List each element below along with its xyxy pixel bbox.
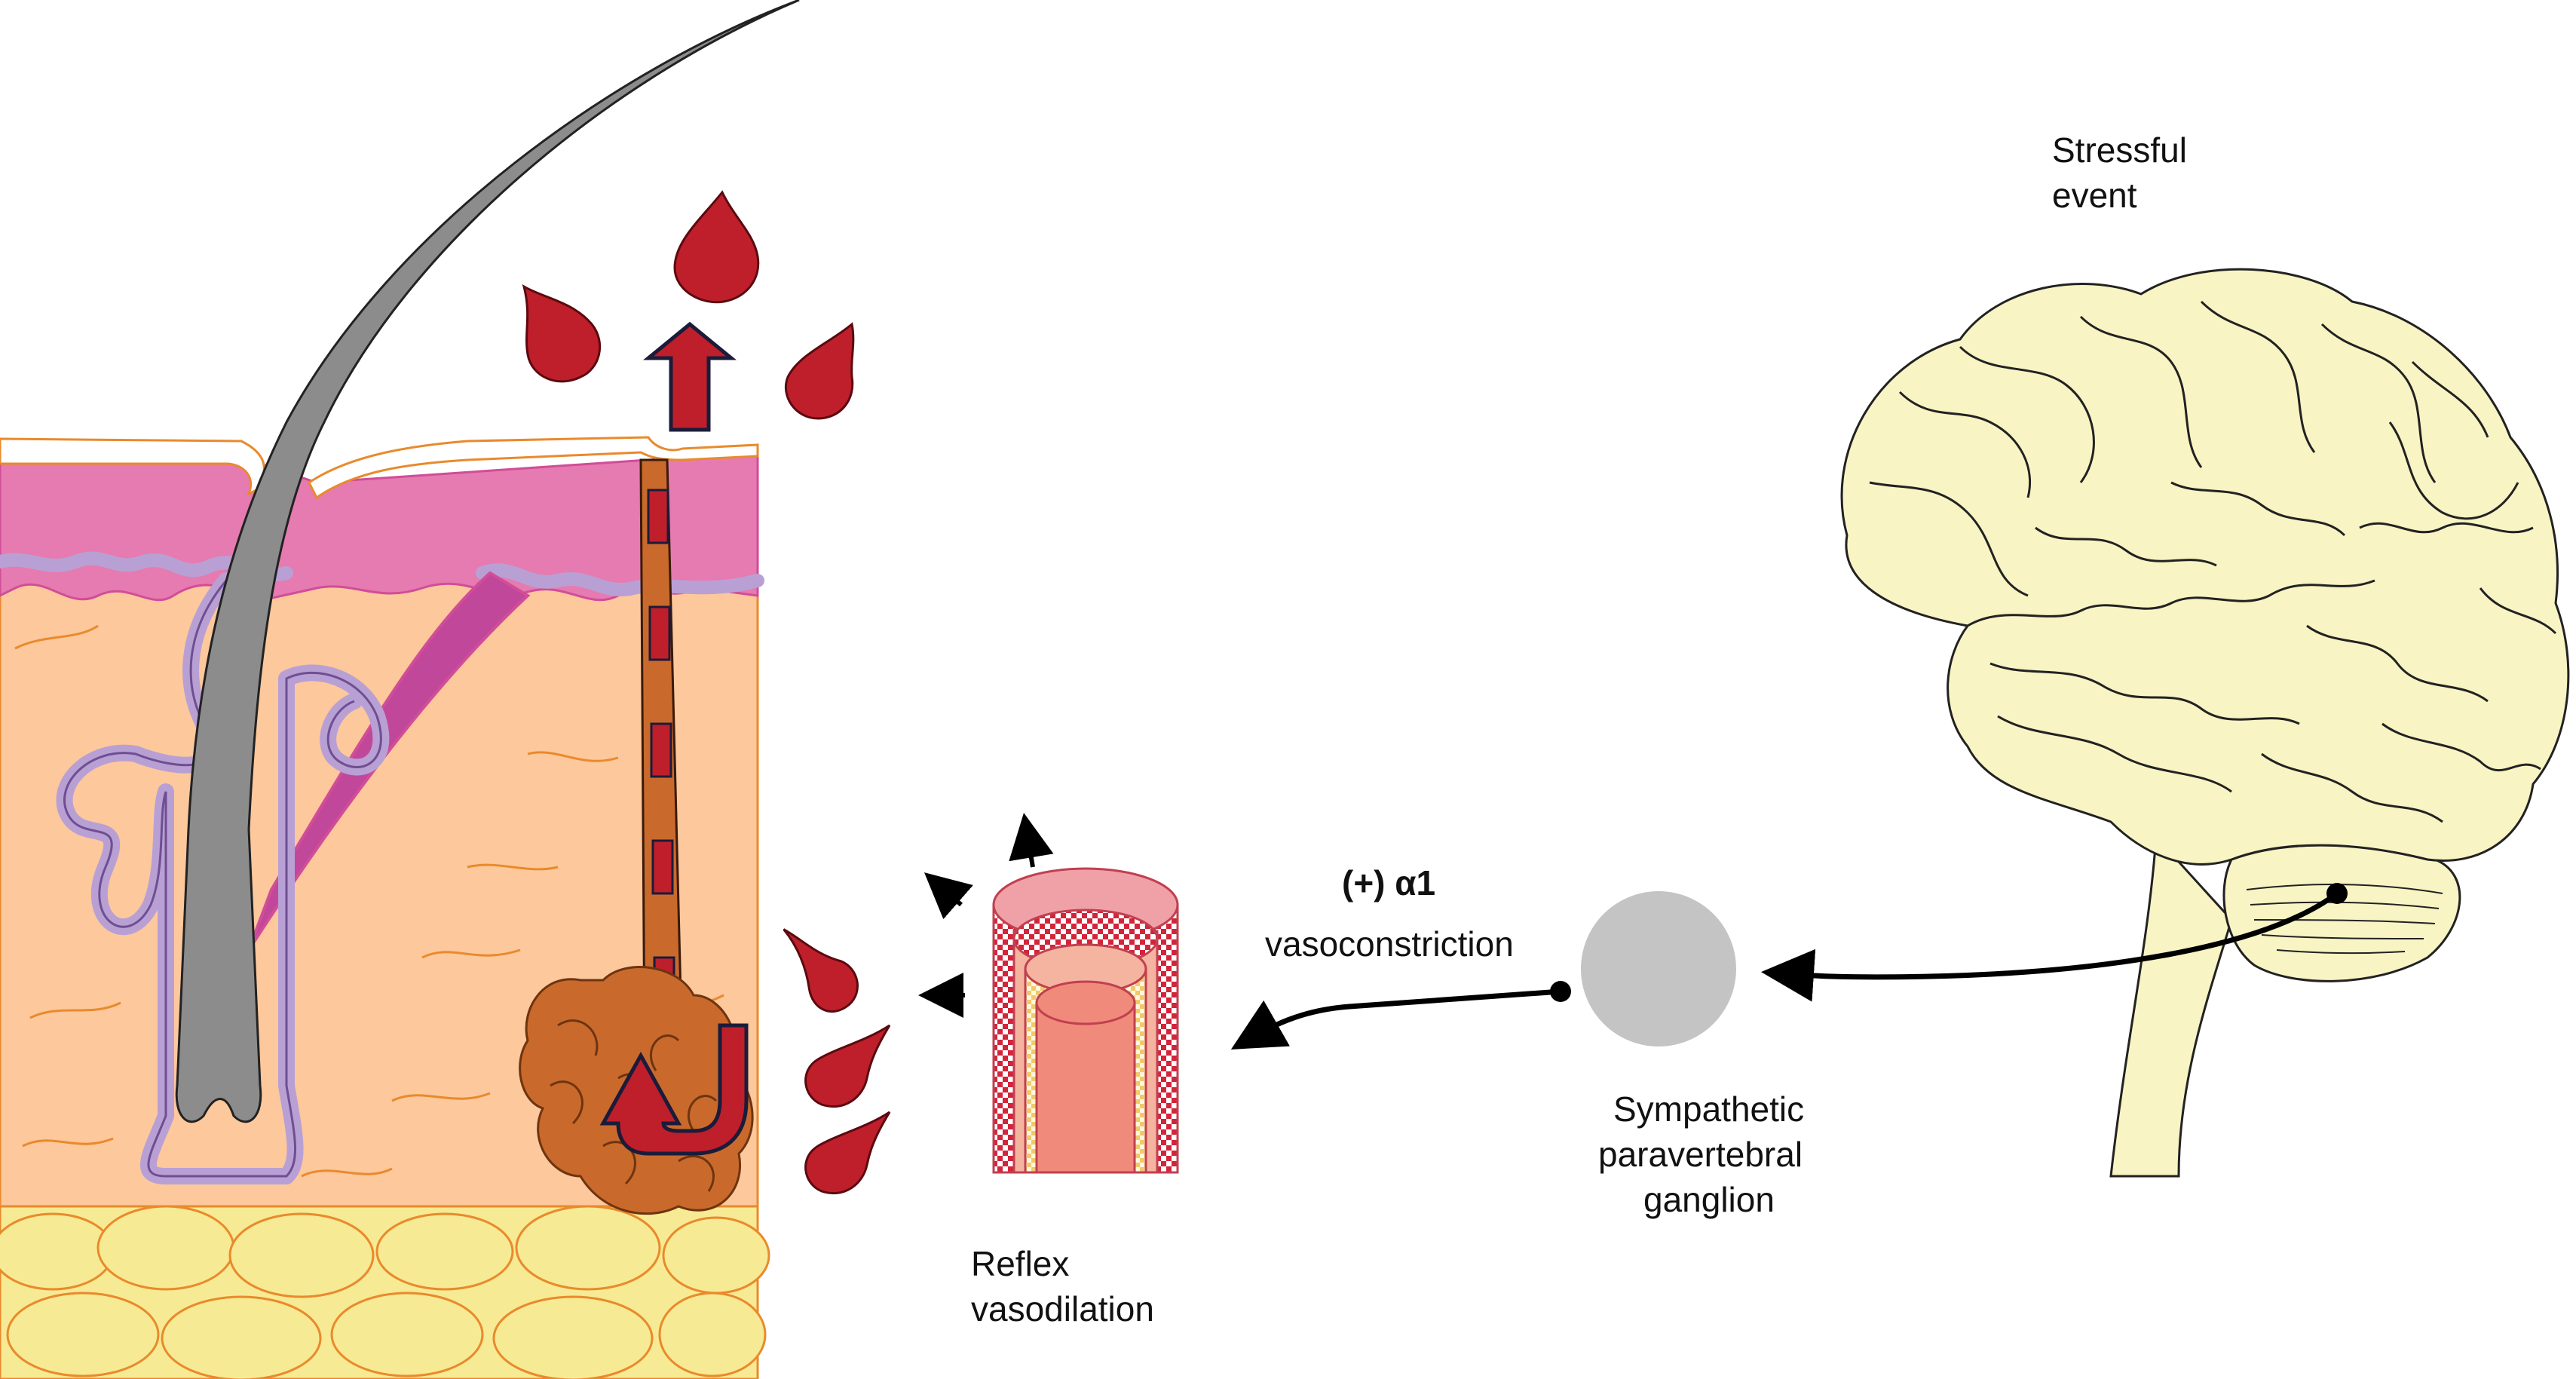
hair-shaft <box>175 0 800 1123</box>
dilation-arrow-up <box>1009 813 1054 868</box>
vasoconstriction-label: vasoconstriction <box>1265 924 1514 964</box>
sweat-drops <box>522 190 891 1195</box>
brain <box>1840 268 2570 1178</box>
cerebrum <box>1840 268 2570 866</box>
stress-label-line2: event <box>2052 176 2137 215</box>
subcutaneous-fat <box>0 1205 770 1379</box>
reflex-label-line1: Reflex <box>971 1244 1069 1283</box>
ganglion-label-line3: ganglion <box>1643 1180 1775 1219</box>
alpha1-label: (+) α1 <box>1342 863 1435 902</box>
skin-cross-section <box>0 0 800 1379</box>
stratum-corneum-right <box>308 436 759 500</box>
sweat-drop-mid-3 <box>804 1111 891 1195</box>
reflex-label-line2: vasodilation <box>971 1289 1154 1328</box>
stress-label-line1: Stressful <box>2052 130 2187 170</box>
sympathetic-ganglion <box>1581 891 1736 1047</box>
postganglionic-origin-dot <box>1550 981 1571 1002</box>
sweat-drop-mid-2 <box>804 1024 891 1108</box>
ganglion-label-line2: paravertebral <box>1598 1135 1803 1174</box>
reabsorption-arrow <box>599 1023 749 1156</box>
sweat-drop-top <box>673 190 760 304</box>
cerebellum-folia <box>2246 884 2443 955</box>
brainstem <box>2109 834 2233 1178</box>
cerebral-gyri <box>1869 300 2557 823</box>
preganglionic-origin-dot <box>2326 883 2348 904</box>
blood-vessel <box>992 867 1179 1174</box>
hair-follicle-outline <box>63 580 382 1178</box>
stratum-corneum-left <box>0 437 265 497</box>
cerebellum <box>2222 844 2461 982</box>
preganglionic-fiber <box>1761 891 2339 1002</box>
ganglion-label-line1: Sympathetic <box>1613 1089 1804 1129</box>
sweat-drop-left <box>522 283 602 383</box>
sweat-drop-mid-1 <box>783 928 859 1013</box>
dilation-arrows <box>918 813 1054 1018</box>
sweat-release-arrow <box>642 321 737 432</box>
postganglionic-fiber <box>1230 988 1561 1050</box>
dilation-arrow-upleft <box>924 872 973 920</box>
sweat-drop-right <box>784 322 855 420</box>
